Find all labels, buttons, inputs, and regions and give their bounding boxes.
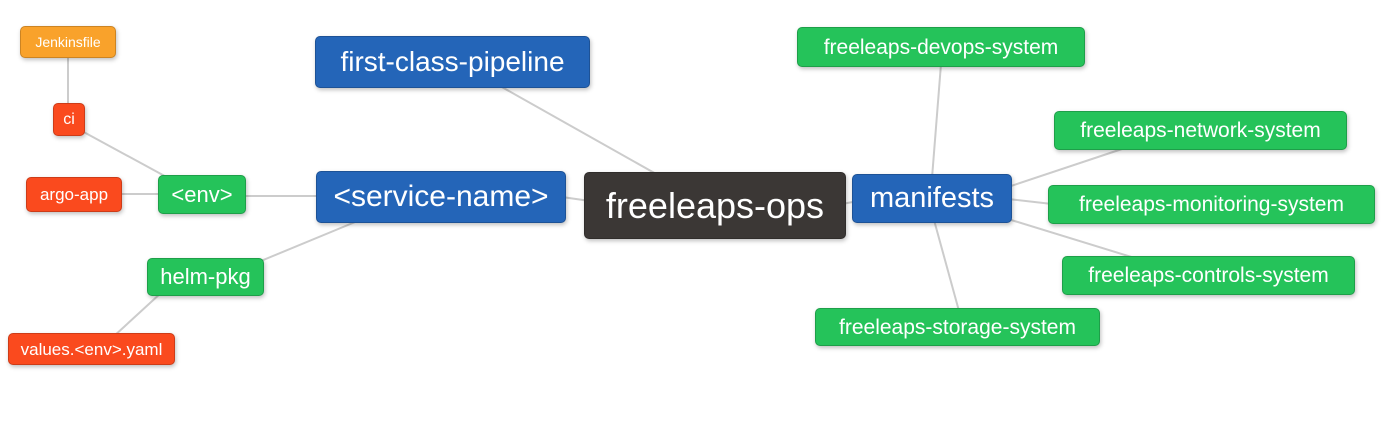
node-freeleaps-network-system[interactable]: freeleaps-network-system bbox=[1054, 111, 1347, 150]
edge-manifests-to-freeleaps-storage-system bbox=[933, 219, 960, 312]
node-ci[interactable]: ci bbox=[53, 103, 85, 136]
node-env[interactable]: <env> bbox=[158, 175, 246, 214]
edge-service-name-to-helm-pkg bbox=[255, 219, 361, 264]
edge-manifests-to-freeleaps-network-system bbox=[1007, 148, 1123, 188]
node-first-class-pipeline[interactable]: first-class-pipeline bbox=[315, 36, 590, 88]
node-freeleaps-monitoring-system[interactable]: freeleaps-monitoring-system bbox=[1048, 185, 1375, 224]
node-freeleaps-ops[interactable]: freeleaps-ops bbox=[584, 172, 846, 239]
edge-first-class-pipeline-to-freeleaps-ops bbox=[499, 85, 659, 176]
edge-manifests-to-freeleaps-controls-system bbox=[1007, 218, 1139, 260]
node-manifests[interactable]: manifests bbox=[852, 174, 1012, 223]
node-service-name[interactable]: <service-name> bbox=[316, 171, 566, 223]
node-freeleaps-storage-system[interactable]: freeleaps-storage-system bbox=[815, 308, 1100, 346]
edge-ci-to-env bbox=[79, 129, 173, 181]
edge-helm-pkg-to-values-env-yaml bbox=[112, 291, 163, 338]
node-freeleaps-devops-system[interactable]: freeleaps-devops-system bbox=[797, 27, 1085, 67]
edge-manifests-to-freeleaps-monitoring-system bbox=[1007, 198, 1053, 205]
node-values-env-yaml[interactable]: values.<env>.yaml bbox=[8, 333, 175, 365]
node-argo-app[interactable]: argo-app bbox=[26, 177, 122, 212]
node-helm-pkg[interactable]: helm-pkg bbox=[147, 258, 264, 296]
edge-manifests-to-freeleaps-devops-system bbox=[931, 63, 942, 179]
node-freeleaps-controls-system[interactable]: freeleaps-controls-system bbox=[1062, 256, 1355, 295]
node-jenkinsfile[interactable]: Jenkinsfile bbox=[20, 26, 116, 58]
